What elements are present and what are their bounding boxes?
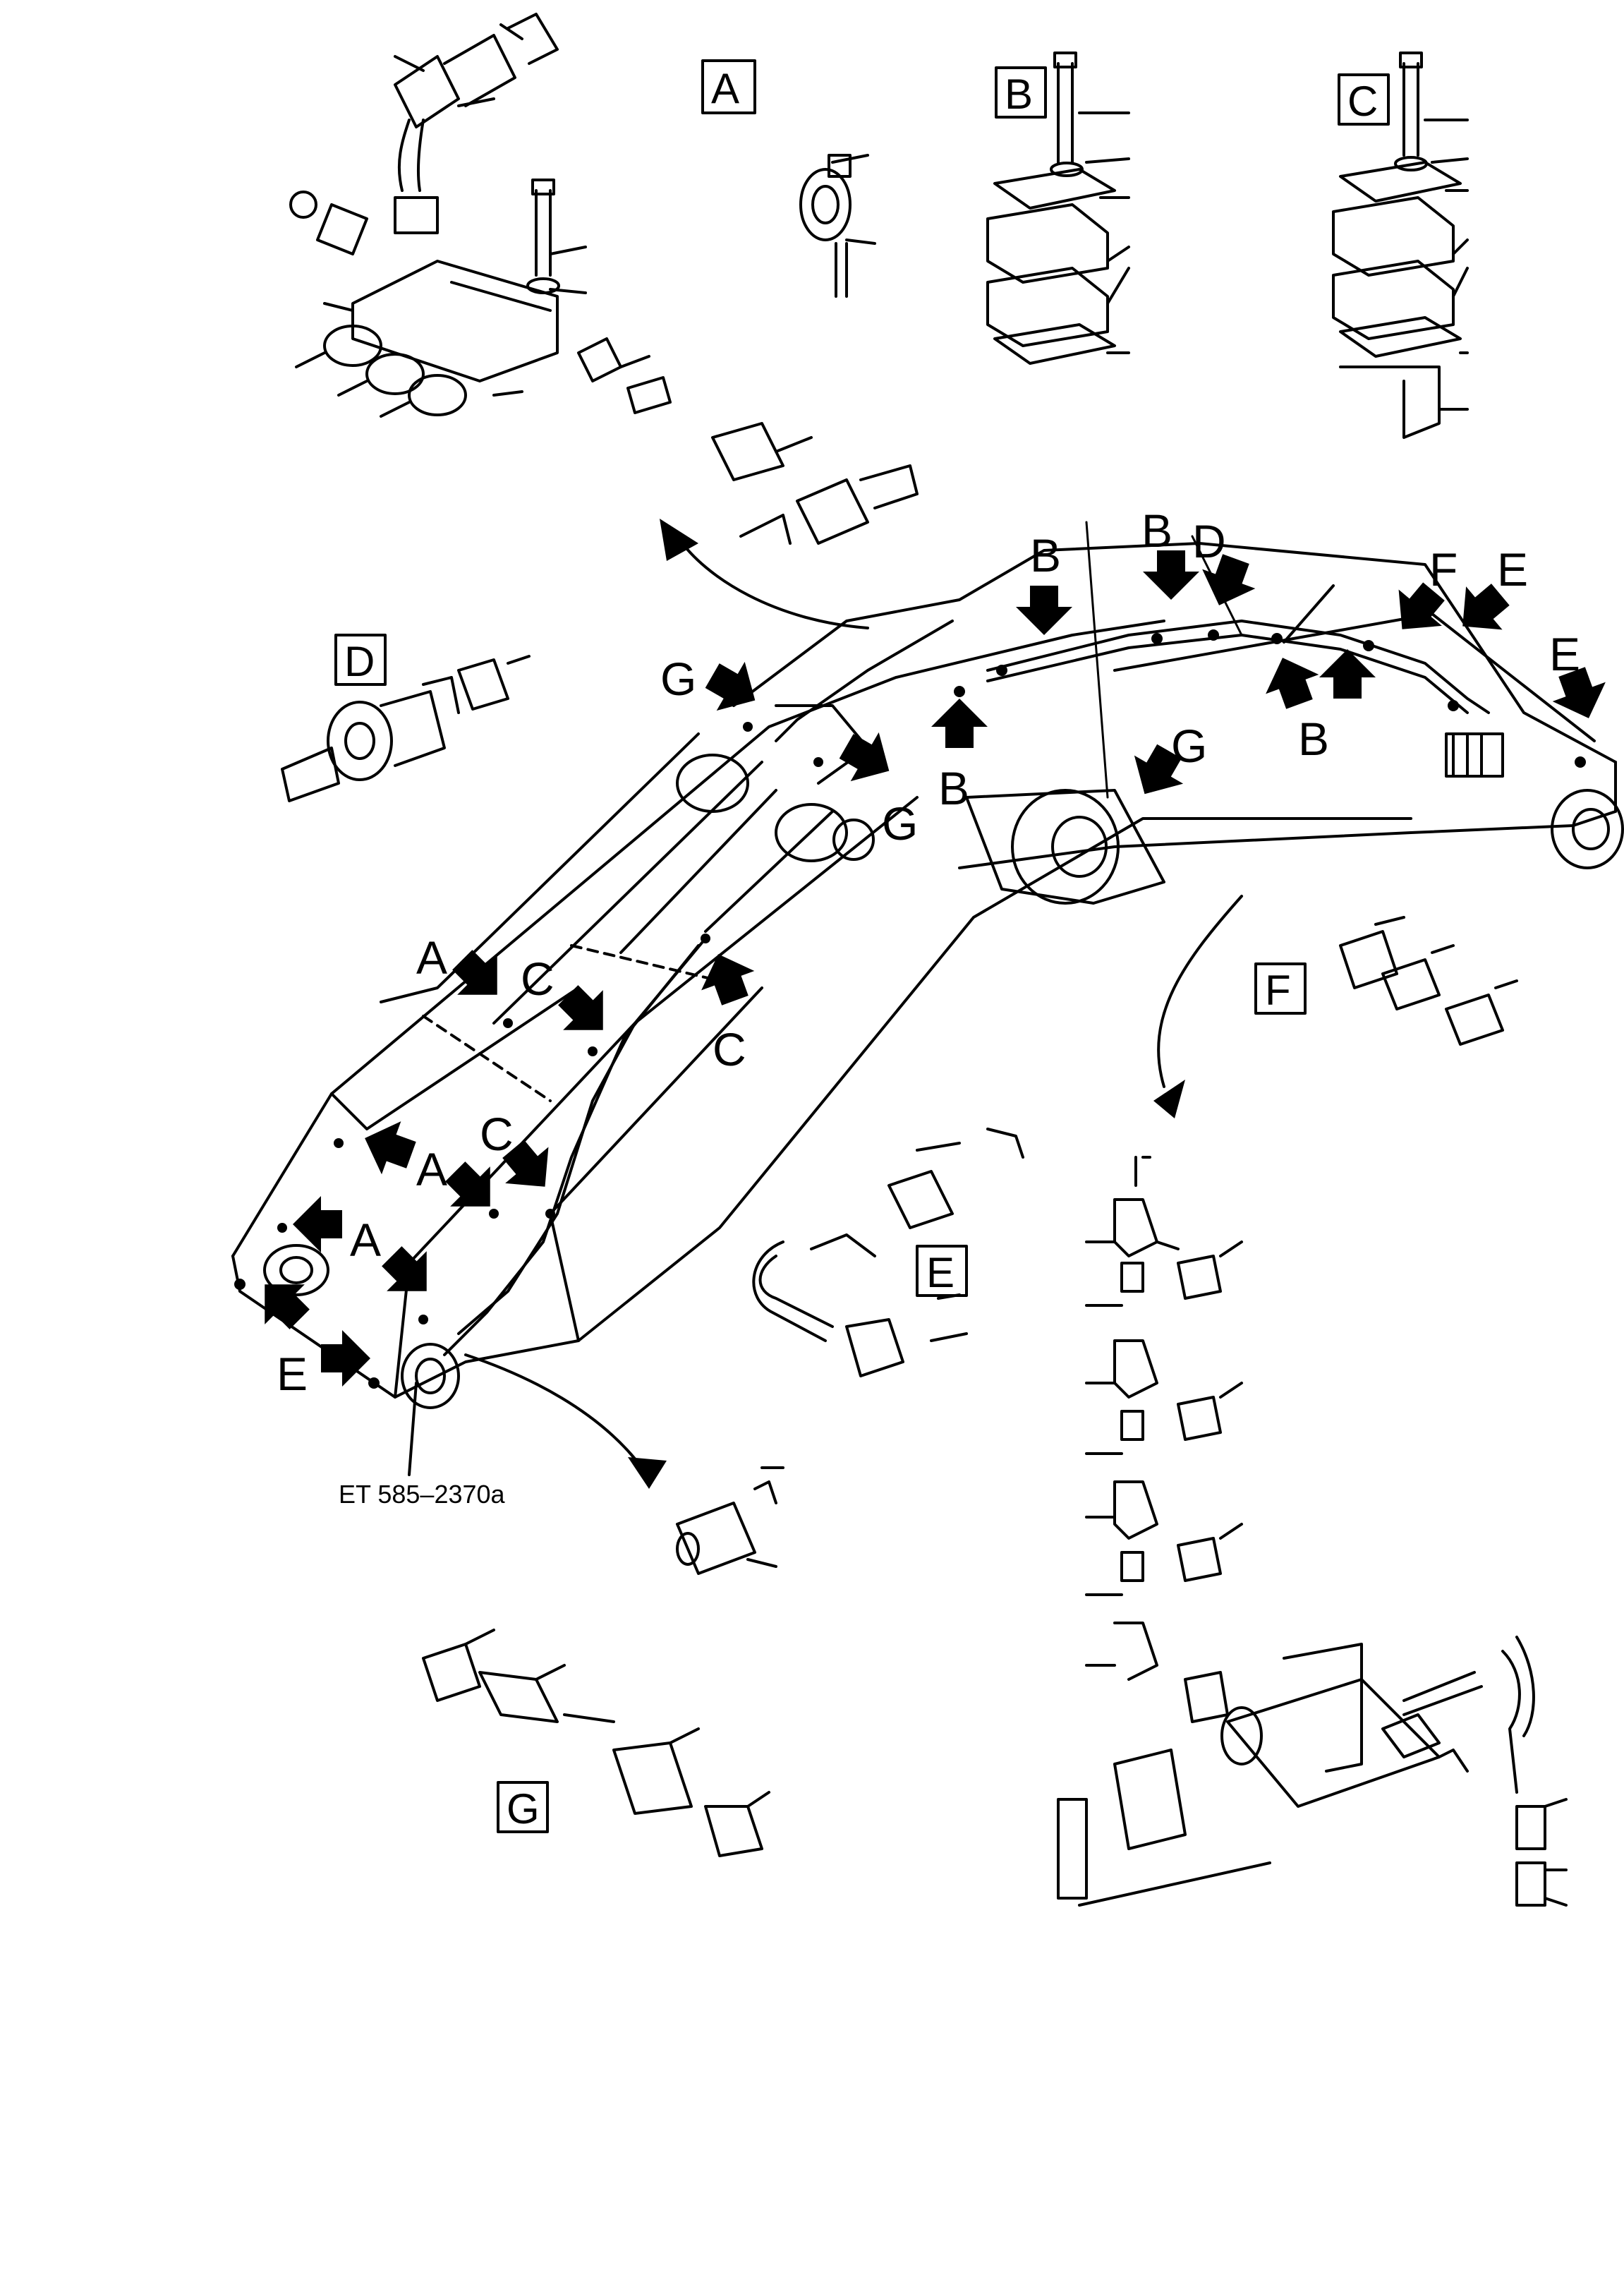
arrow-label-f: F	[1429, 543, 1458, 596]
arrow-label-e1: E	[1497, 543, 1528, 596]
detail-d-parts	[281, 655, 531, 802]
curved-arrow-heads	[628, 519, 1185, 1489]
detail-b-parts	[986, 52, 1130, 365]
arrow-label-c3: C	[480, 1108, 514, 1160]
arrow-label-b4: B	[938, 762, 969, 814]
detail-label-boxes	[334, 59, 1390, 1833]
arrow-label-e2: E	[1549, 628, 1580, 680]
arrow-label-b1: B	[1030, 529, 1061, 581]
arrow-label-c1: C	[521, 953, 555, 1005]
arrow-label-e3: E	[277, 1348, 308, 1400]
detail-f-parts	[1057, 916, 1568, 1907]
labels: A B C D F E G B B D F E E B B G G G A C …	[277, 65, 1580, 1833]
arrow-label-g1: G	[1171, 720, 1207, 772]
label-box-d: D	[344, 638, 375, 685]
label-box-f: F	[1265, 967, 1291, 1014]
label-box-g: G	[507, 1785, 540, 1833]
arrow-label-a3: A	[350, 1214, 381, 1266]
arrow-label-c2: C	[713, 1023, 746, 1075]
arrow-label-g2: G	[660, 653, 696, 705]
detail-a-parts	[289, 13, 919, 545]
arrow-label-d: D	[1192, 515, 1226, 567]
label-box-b: B	[1005, 71, 1033, 118]
reference-code: ET 585–2370a	[339, 1480, 506, 1509]
detail-e-lower-parts	[676, 1466, 784, 1575]
arrow-label-g3: G	[882, 797, 918, 850]
label-box-e: E	[926, 1249, 955, 1296]
label-box-c: C	[1347, 78, 1378, 125]
arrow-label-b2: B	[1141, 505, 1172, 557]
detail-e-parts	[752, 1128, 1024, 1377]
arrow-label-a2: A	[416, 1143, 447, 1195]
locator-arrows	[265, 550, 1606, 1387]
boom-assembly	[231, 521, 1624, 1476]
label-box-a: A	[711, 65, 739, 112]
detail-g-parts	[422, 1629, 770, 1857]
detail-c-parts	[1332, 52, 1469, 439]
arrow-label-a1: A	[416, 931, 447, 984]
arrow-label-b3: B	[1298, 713, 1329, 765]
